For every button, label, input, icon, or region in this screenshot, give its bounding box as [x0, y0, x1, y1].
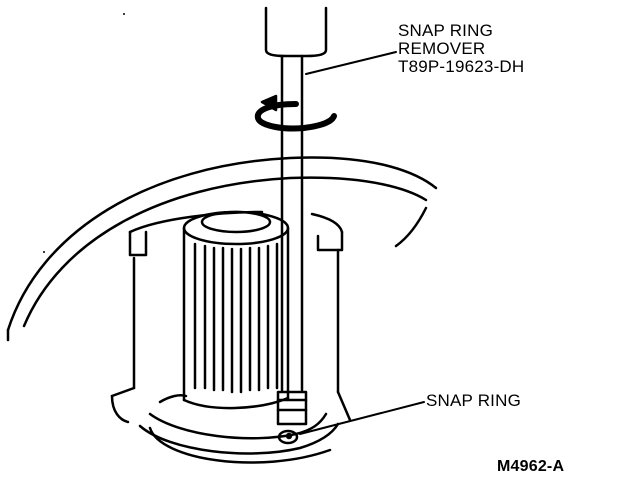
- snap-ring-callout: SNAP RING: [426, 391, 522, 410]
- snap-ring-leader-line: [299, 401, 425, 435]
- tool-callout: SNAP RING REMOVER T89P-19623-DH: [398, 22, 524, 76]
- tool-name-line-1: SNAP RING: [398, 21, 494, 40]
- tool-part-number: T89P-19623-DH: [398, 57, 525, 76]
- tool-name-line-2: REMOVER: [398, 39, 486, 58]
- inner-drum: [110, 210, 352, 464]
- outer-housing: [6, 156, 438, 342]
- figure-id: M4962-A: [497, 458, 565, 475]
- snap-ring-remover-tool: [264, 6, 328, 426]
- tool-leader-line: [305, 51, 397, 75]
- rotation-arrow-icon: [254, 94, 337, 132]
- splined-hub: [182, 210, 290, 410]
- snap-ring: [138, 394, 340, 455]
